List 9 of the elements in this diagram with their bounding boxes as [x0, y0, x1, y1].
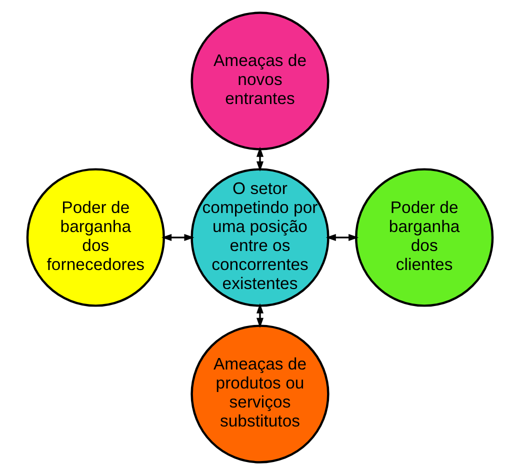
node-circle: Poder de barganha dos fornecedores	[26, 168, 164, 307]
arrow	[256, 303, 264, 328]
arrow	[161, 234, 194, 242]
arrow	[256, 146, 264, 172]
node-circle: Ameaças de novos entrantes	[190, 12, 329, 150]
node-circle: O setor competindo por uma posição entre os concorrentes existentes	[190, 168, 329, 307]
arrow	[325, 234, 358, 242]
node-circle: Ameaças de produtos ou serviços substitutos	[190, 324, 329, 464]
node-circle: Poder de barganha dos clientes	[354, 168, 494, 307]
